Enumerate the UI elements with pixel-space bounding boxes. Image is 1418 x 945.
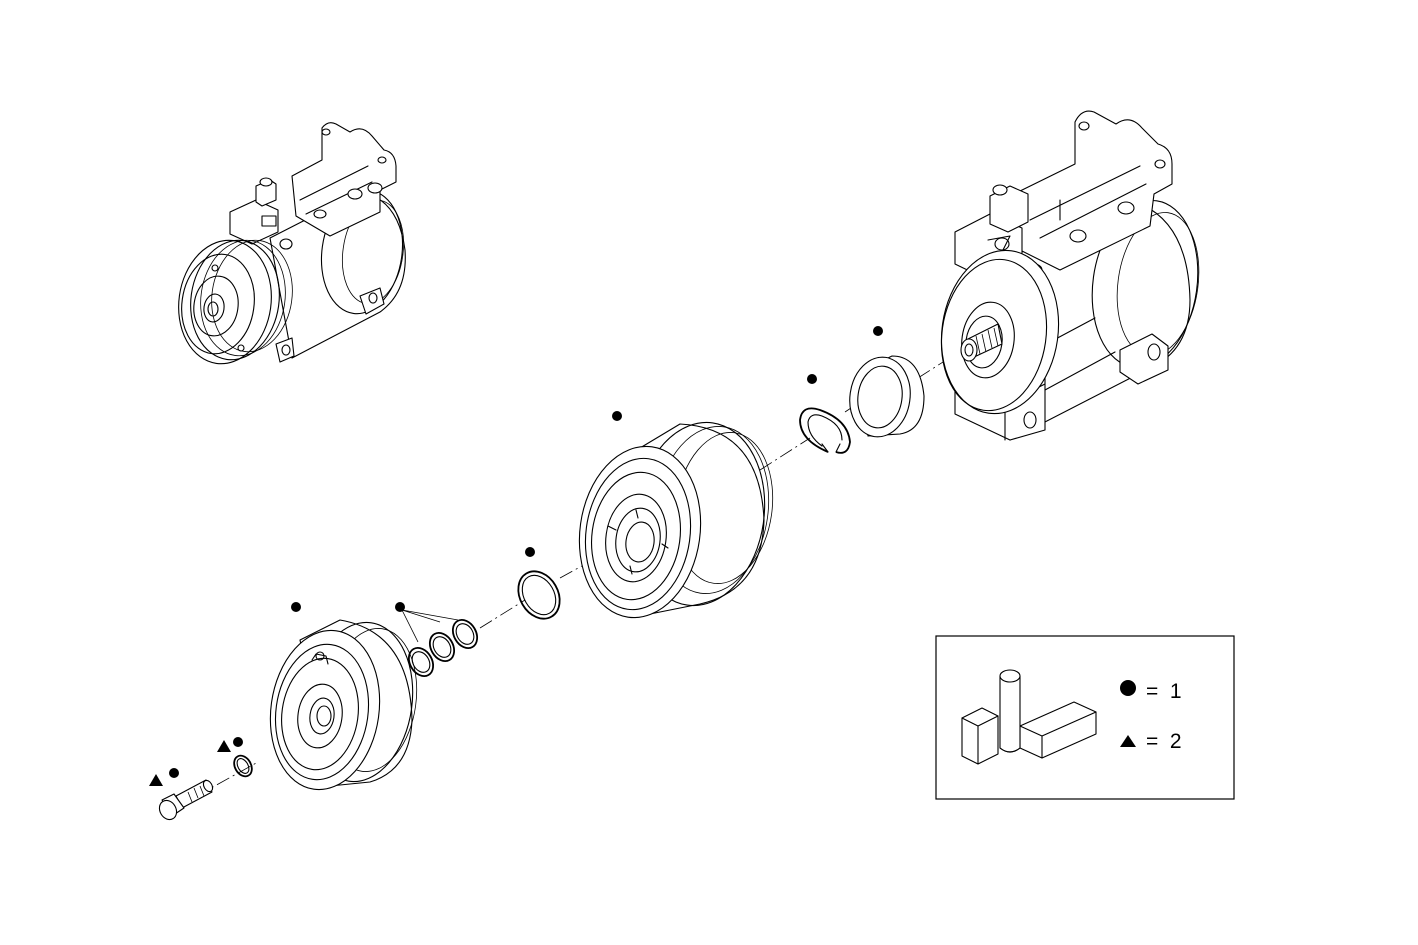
legend: = 1 = 2 (935, 635, 1235, 800)
marker-circle (807, 374, 817, 384)
marker-circle (525, 547, 535, 557)
marker-circle (169, 768, 179, 778)
marker-triangle (149, 774, 163, 786)
tool-icon (961, 669, 1097, 765)
marker-circle (395, 602, 405, 612)
legend-label-triangle: = 2 (1146, 730, 1182, 753)
marker-triangle (217, 740, 231, 752)
compressor-body (940, 110, 1200, 441)
legend-triangle-symbol (1120, 735, 1136, 747)
shim-rings (395, 602, 479, 678)
legend-label-circle: = 1 (1146, 680, 1182, 703)
marker-circle (291, 602, 301, 612)
clutch-armature-plate (269, 602, 418, 791)
bolt (149, 768, 214, 821)
snap-ring (799, 374, 851, 454)
bearing-ring (849, 326, 925, 438)
pulley (578, 411, 774, 619)
washer (217, 737, 253, 778)
marker-circle (233, 737, 243, 747)
legend-circle-symbol (1120, 680, 1136, 696)
marker-circle (612, 411, 622, 421)
compressor-assembled-with-clutch (178, 122, 406, 365)
o-ring-large (517, 547, 561, 620)
marker-circle (873, 326, 883, 336)
